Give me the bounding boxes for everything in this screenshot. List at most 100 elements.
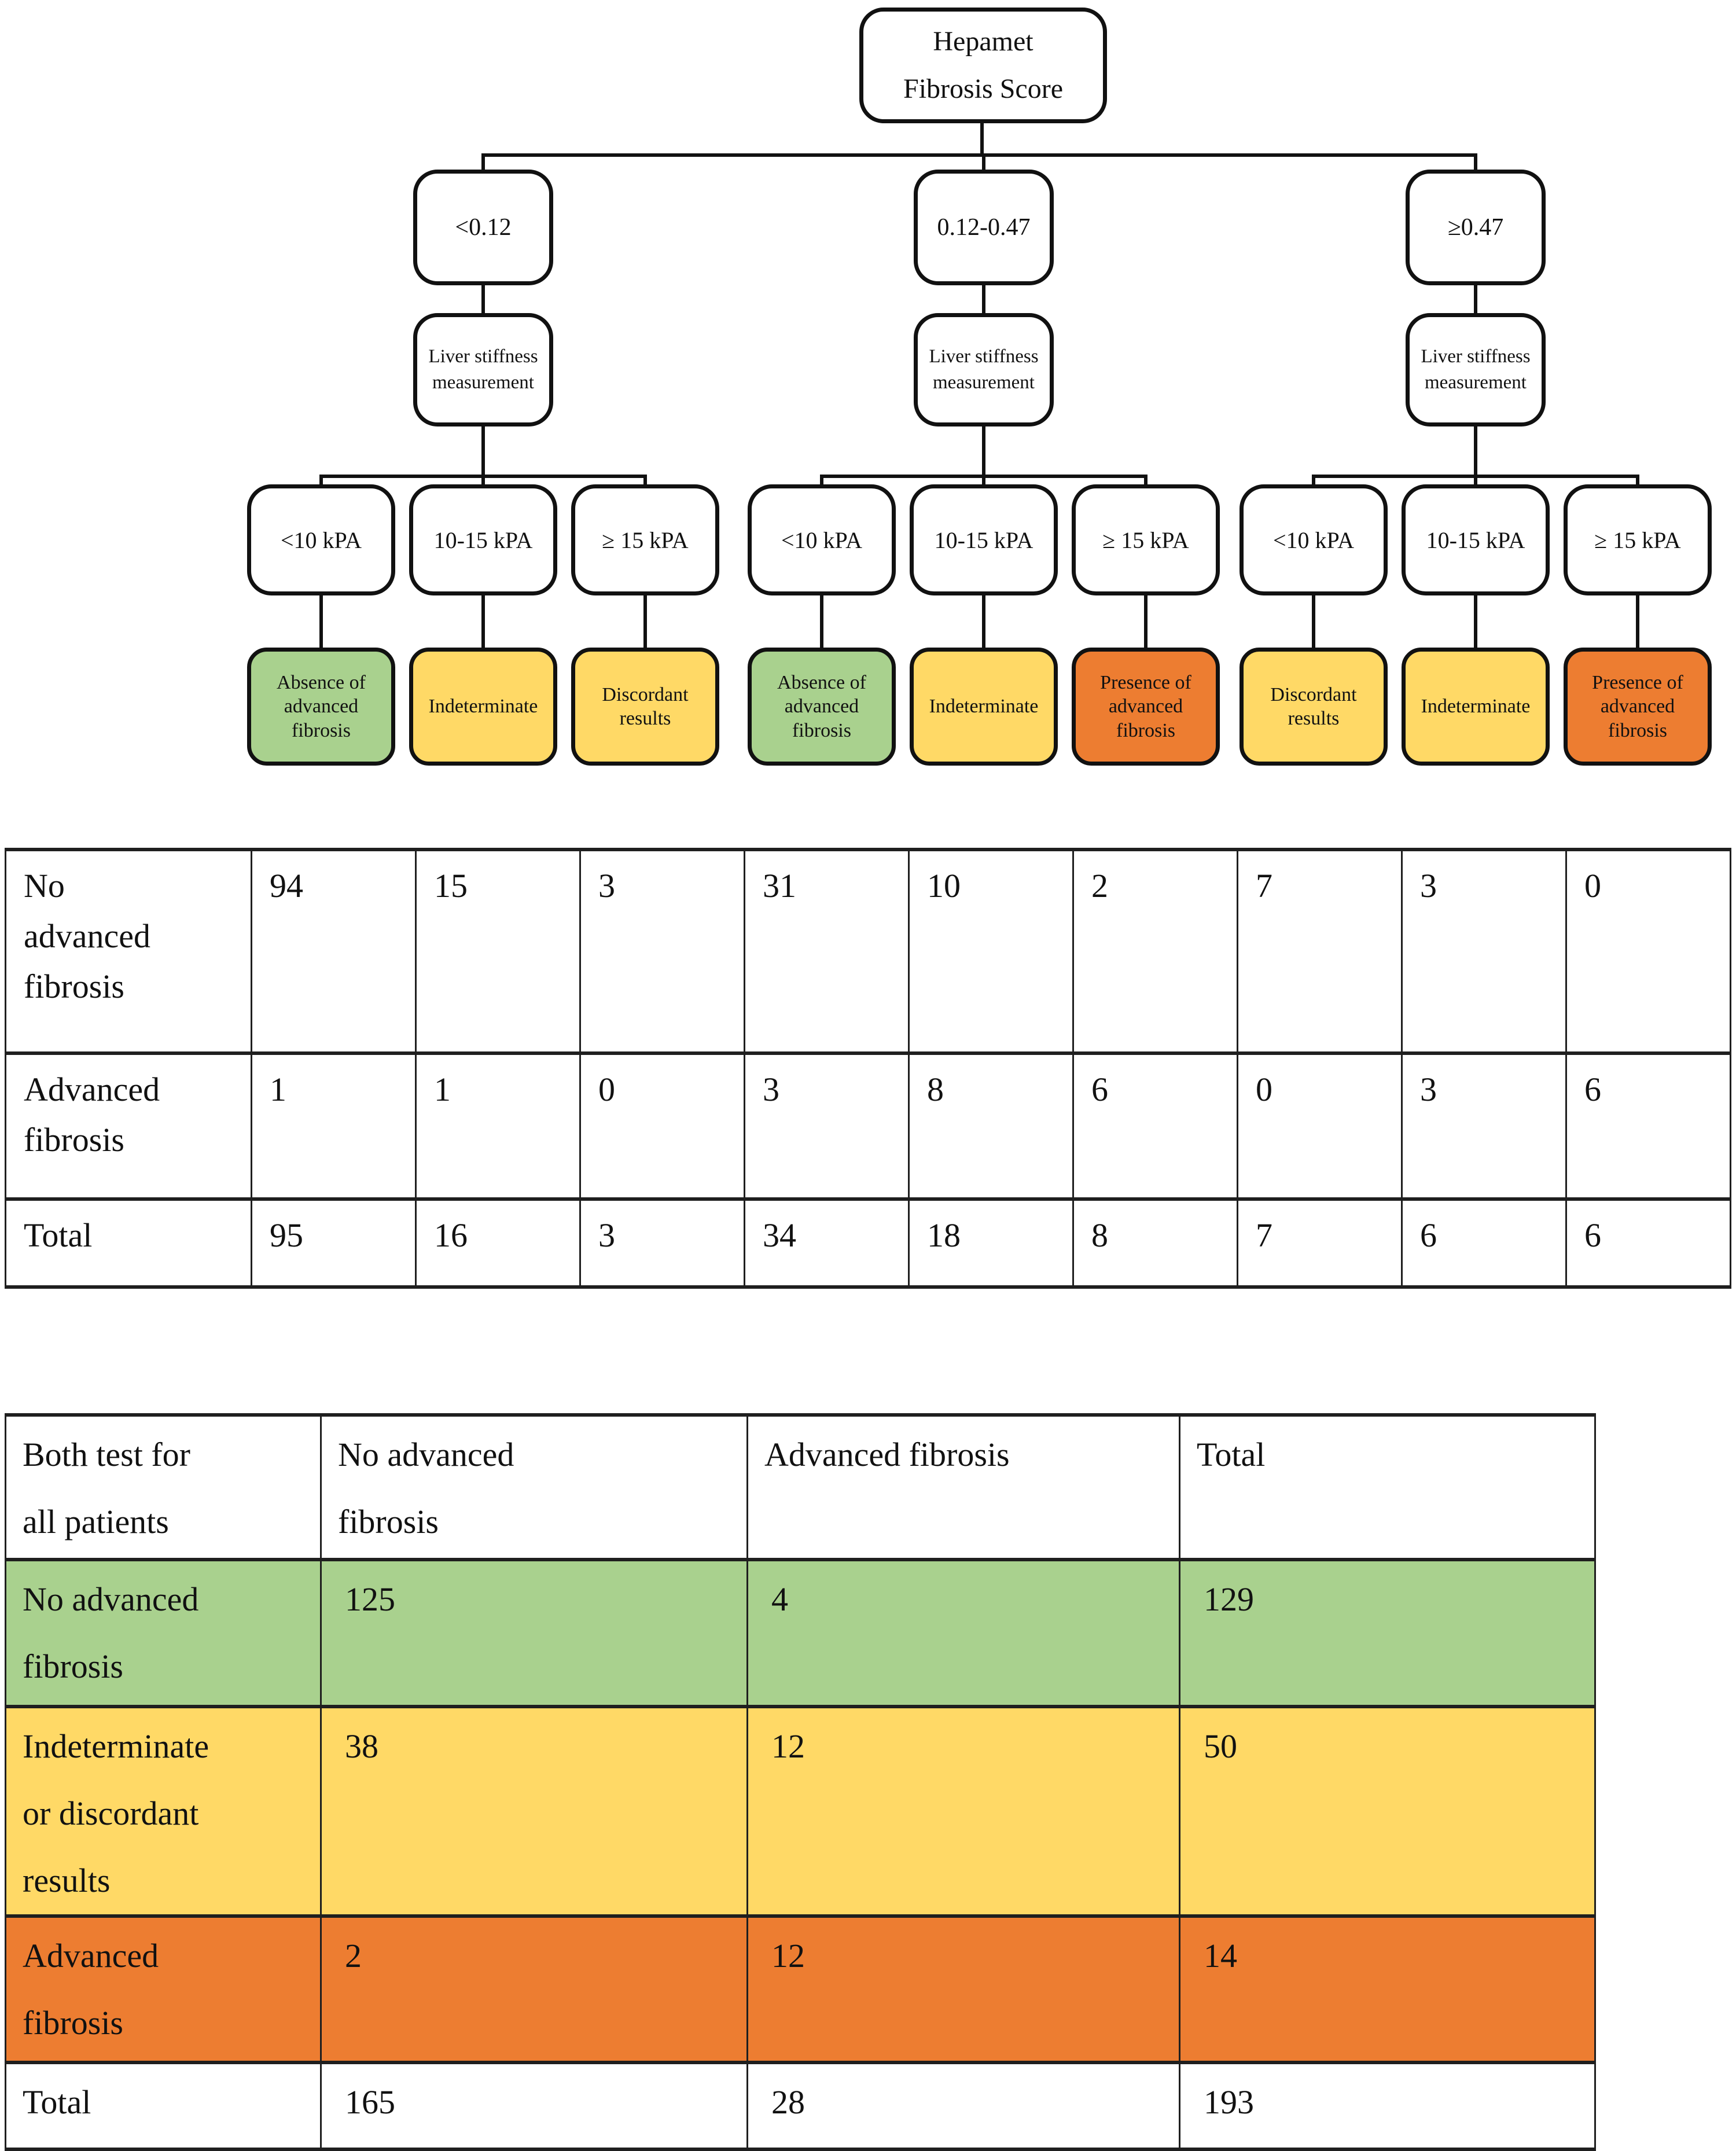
connector-line [319,594,323,649]
connector-line [1636,476,1639,486]
kpa-range-node: <10 kPA [1240,484,1388,595]
table-header-row: Both test for all patients No advanced f… [5,1413,1596,1561]
table-cell: 165 [320,2061,748,2151]
table-row: Advanced fibrosis 2 12 14 [5,1914,1596,2064]
table-row: Total 95 16 3 34 18 8 7 6 6 [5,1197,1731,1289]
table-cell: 3 [744,1051,910,1201]
outcome-node: Indeterminate [409,648,557,766]
connector-line [481,284,485,314]
connector-line [982,284,985,314]
kpa-range-node: 10-15 kPA [910,484,1058,595]
header-cell: Both test for all patients [5,1413,322,1561]
table-cell: 125 [320,1558,748,1708]
connector-line [982,476,985,486]
table-cell: 1 [251,1051,417,1201]
row-label-cell: Indeterminate or discordant results [5,1705,322,1918]
table-cell: 12 [746,1705,1180,1918]
kpa-range-node: ≥ 15 kPA [571,484,719,595]
connector-line [1474,594,1477,649]
connector-line [820,476,823,486]
connector-line [643,594,647,649]
row-label-cell: Advanced fibrosis [5,1051,252,1201]
connector-line [1312,476,1315,486]
table-cell: 12 [746,1914,1180,2064]
outcome-node: Absence of advanced fibrosis [247,648,395,766]
table-cell: 0 [1565,848,1731,1055]
kpa-range-node: 10-15 kPA [409,484,557,595]
table-cell: 16 [415,1197,581,1289]
header-cell: Total [1179,1413,1596,1561]
connector-line [982,425,985,476]
outcome-node: Indeterminate [1402,648,1550,766]
row-label-cell: Total [5,2061,322,2151]
connector-line [1474,425,1477,476]
table-row: No advanced fibrosis 125 4 129 [5,1558,1596,1708]
liver-stiffness-node: Liver stiffness measurement [914,313,1054,426]
table-cell: 50 [1179,1705,1596,1918]
connector-line [1312,594,1315,649]
connector-line [1474,153,1477,171]
summary-table: Both test for all patients No advanced f… [5,1413,1596,2151]
table-cell: 3 [1401,1051,1567,1201]
header-cell: Advanced fibrosis [746,1413,1180,1561]
row-label-cell: Advanced fibrosis [5,1914,322,2064]
connector-line [980,123,984,155]
table-cell: 18 [908,1197,1074,1289]
table-cell: 3 [1401,848,1567,1055]
score-range-node: ≥0.47 [1406,170,1546,285]
table-row: No advanced fibrosis 94 15 3 31 10 2 7 3… [5,848,1731,1055]
connector-line [481,153,1477,157]
table-cell: 6 [1072,1051,1238,1201]
connector-line [1474,476,1477,486]
kpa-range-node: ≥ 15 kPA [1564,484,1712,595]
table-cell: 95 [251,1197,417,1289]
table-row: Indeterminate or discordant results 38 1… [5,1705,1596,1918]
kpa-range-node: <10 kPA [247,484,395,595]
connector-line [481,476,485,486]
outcome-node: Presence of advanced fibrosis [1072,648,1220,766]
connector-line [982,153,985,171]
outcome-node: Discordant results [1240,648,1388,766]
table-cell: 8 [908,1051,1074,1201]
connector-line [643,476,647,486]
outcome-node: Absence of advanced fibrosis [748,648,896,766]
score-range-node: <0.12 [413,170,553,285]
table-cell: 6 [1565,1051,1731,1201]
table-cell: 0 [579,1051,745,1201]
table-cell: 6 [1565,1197,1731,1289]
table-cell: 8 [1072,1197,1238,1289]
header-cell: No advanced fibrosis [320,1413,748,1561]
table-cell: 1 [415,1051,581,1201]
row-label-cell: No advanced fibrosis [5,848,252,1055]
liver-stiffness-node: Liver stiffness measurement [413,313,553,426]
connector-line [1144,476,1147,486]
connector-line [1636,594,1639,649]
connector-line [1474,284,1477,314]
row-label-cell: No advanced fibrosis [5,1558,322,1708]
row-label-cell: Total [5,1197,252,1289]
table-cell: 129 [1179,1558,1596,1708]
table-cell: 31 [744,848,910,1055]
table-cell: 0 [1237,1051,1403,1201]
table-cell: 28 [746,2061,1180,2151]
connector-line [481,425,485,476]
outcome-node: Presence of advanced fibrosis [1564,648,1712,766]
connector-line [319,476,323,486]
table-cell: 14 [1179,1914,1596,2064]
table-cell: 6 [1401,1197,1567,1289]
outcome-node: Indeterminate [910,648,1058,766]
table-cell: 7 [1237,848,1403,1055]
kpa-range-node: ≥ 15 kPA [1072,484,1220,595]
table-cell: 2 [1072,848,1238,1055]
connector-line [820,594,823,649]
table-cell: 15 [415,848,581,1055]
table-cell: 7 [1237,1197,1403,1289]
liver-stiffness-node: Liver stiffness measurement [1406,313,1546,426]
table-row: Total 165 28 193 [5,2061,1596,2151]
kpa-range-node: 10-15 kPA [1402,484,1550,595]
table-cell: 3 [579,848,745,1055]
stratification-counts-table: No advanced fibrosis 94 15 3 31 10 2 7 3… [5,848,1731,1289]
table-cell: 10 [908,848,1074,1055]
root-node-hepamet-score: Hepamet Fibrosis Score [859,8,1107,123]
